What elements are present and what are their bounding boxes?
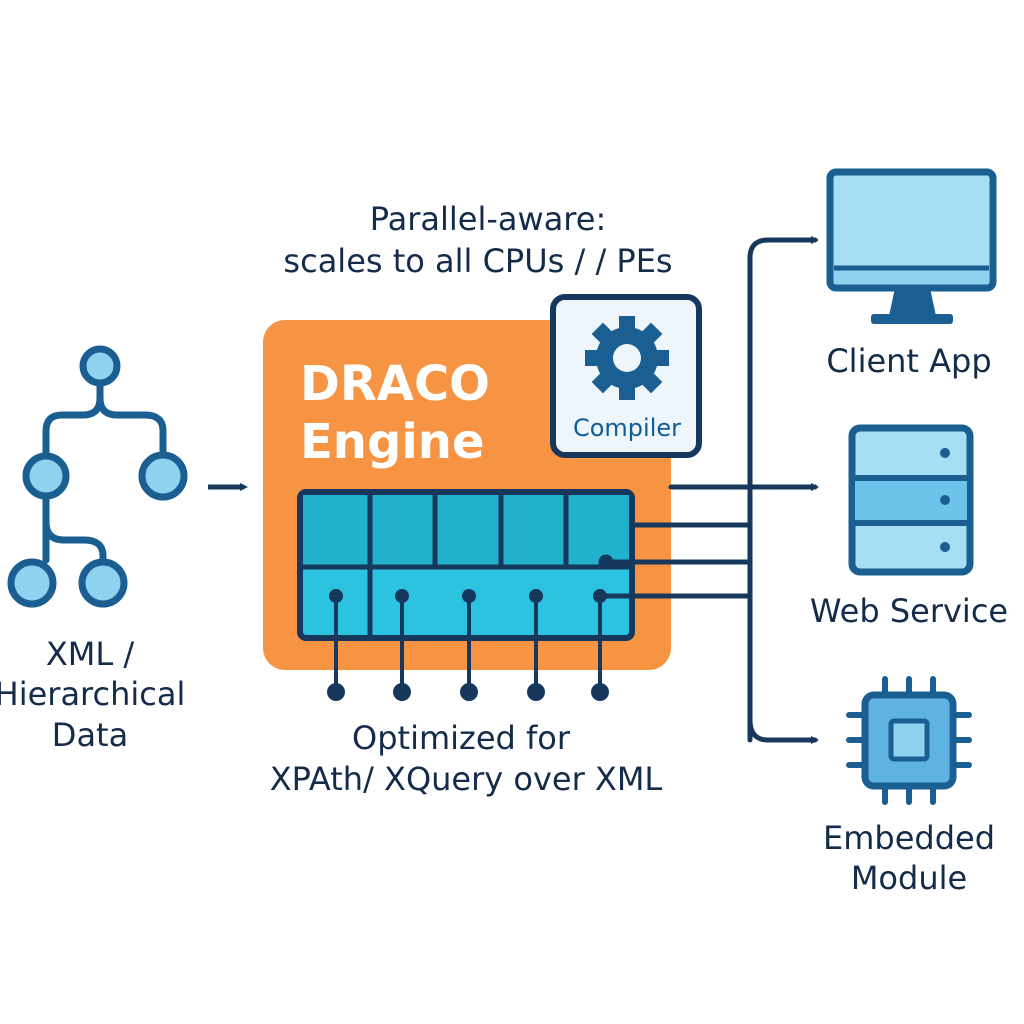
gear-icon [585, 316, 669, 400]
xml-label-line3: Data [52, 716, 128, 754]
xml-label-line1: XML / [46, 635, 135, 673]
embedded-label-line1: Embedded [823, 819, 995, 857]
optimized-caption-line1: Optimized for [352, 719, 571, 757]
engine-title-line1: DRACO [300, 356, 490, 412]
parallel-caption-line1: Parallel-aware: [370, 200, 606, 238]
hierarchy-tree-icon [7, 345, 188, 608]
web-service-label: Web Service [810, 592, 1008, 630]
embedded-label-line2: Module [851, 859, 967, 897]
server-icon [848, 424, 974, 576]
parallel-caption-line2: scales to all CPUs / / PEs [283, 242, 672, 280]
output-connectors [597, 236, 819, 744]
chip-icon [846, 676, 972, 805]
engine-title-line2: Engine [300, 414, 485, 470]
compiler-label: Compiler [573, 414, 681, 442]
monitor-icon [826, 168, 997, 324]
compiler-box: Compiler [550, 294, 702, 458]
processing-grid [297, 489, 635, 641]
client-app-label: Client App [826, 342, 991, 380]
processing-element-pins [327, 589, 609, 701]
optimized-caption-line2: XPAth/ XQuery over XML [270, 760, 663, 798]
xml-label-line2: Hierarchical [0, 675, 185, 713]
